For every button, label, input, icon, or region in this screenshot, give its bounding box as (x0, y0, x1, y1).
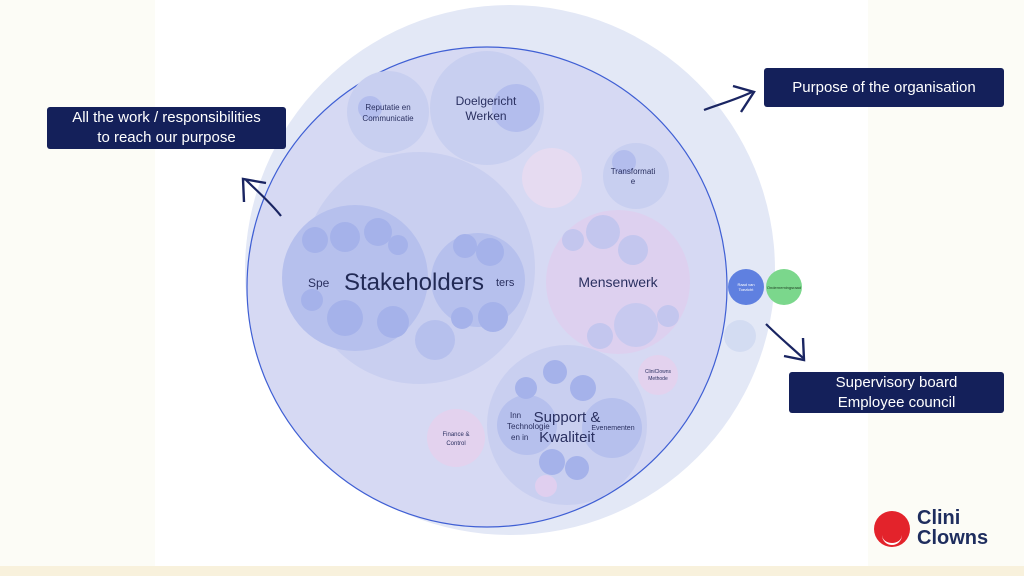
cliniclowns-logo: Clini Clowns (872, 506, 1012, 554)
raad-van-toezicht-circle[interactable] (728, 269, 764, 305)
sub-bubble (415, 320, 455, 360)
raad-label: Raad van (737, 282, 754, 287)
sub-bubble (535, 475, 557, 497)
transformatie-circle[interactable] (603, 143, 669, 209)
arrow-to-purpose-head (732, 84, 756, 113)
ondernemingsraad-circle[interactable] (766, 269, 802, 305)
logo-line1: Clini (917, 507, 961, 529)
en-in-label: en in (511, 433, 528, 442)
sub-bubble (618, 235, 648, 265)
sub-bubble (497, 395, 557, 455)
reputatie-circle[interactable] (347, 71, 429, 153)
sub-bubble (565, 456, 589, 480)
callout-board-line1: Supervisory board (835, 373, 958, 391)
callout-work: All the work / responsibilities to reach… (47, 107, 286, 149)
reputatie-label: Reputatie en (365, 103, 410, 112)
sub-bubble (543, 360, 567, 384)
inn-label: Inn (510, 411, 521, 420)
sub-bubble (582, 398, 642, 458)
arrow-to-board-head (783, 337, 806, 362)
mensenwerk-label: Mensenwerk (578, 274, 658, 290)
sub-bubble (515, 377, 537, 399)
finance-circle[interactable] (427, 409, 485, 467)
sub-bubble (478, 302, 508, 332)
arrow-to-work-head (241, 177, 267, 203)
stakeholders-left-label: Spe (308, 276, 330, 290)
faint-circle (724, 320, 756, 352)
transformatie-label: Transformati (611, 167, 656, 176)
callout-board-line2: Employee council (837, 393, 956, 411)
kwaliteit-label: Kwaliteit (539, 429, 596, 446)
cliniclowns-methode-circle[interactable] (638, 355, 678, 395)
sub-bubble (492, 84, 540, 132)
sub-bubble (330, 222, 360, 252)
sub-bubble (451, 307, 473, 329)
sub-bubble (327, 300, 363, 336)
bottom-strip (0, 566, 1024, 576)
sub-bubble (657, 305, 679, 327)
sub-bubble (377, 306, 409, 338)
sub-bubble (476, 238, 504, 266)
doelgericht-circle[interactable] (430, 51, 544, 165)
sub-bubble (612, 150, 636, 174)
communicatie-label: Communicatie (362, 114, 414, 123)
stakeholders-right-label: ters (496, 277, 515, 289)
sub-bubble (539, 449, 565, 475)
cliniclowns-methode-label: CliniClowns (645, 369, 672, 375)
sub-bubble (570, 375, 596, 401)
doelgericht-label: Doelgericht (456, 94, 517, 108)
arrow-to-board (765, 323, 804, 359)
sub-bubble (364, 218, 392, 246)
pink-bubble (522, 148, 582, 208)
technologie-label: Technologie (507, 422, 550, 431)
raad-label-2: Toezicht (739, 287, 755, 292)
finance-label: Finance & (442, 432, 469, 438)
sub-bubble (388, 235, 408, 255)
evenementen-label: Evenementen (591, 425, 634, 432)
sub-bubble (302, 227, 328, 253)
logo-text: Clini Clowns (917, 508, 988, 548)
logo-line2: Clowns (917, 527, 989, 549)
callout-purpose-line1: Purpose of the organisation (792, 78, 976, 96)
support-label: Support & (534, 409, 601, 426)
arrow-to-work (245, 179, 282, 217)
callout-work-line2: to reach our purpose (97, 129, 236, 146)
sub-bubble (562, 229, 584, 251)
callout-purpose: Purpose of the organisation (764, 68, 1004, 107)
sub-bubble (586, 215, 620, 249)
werken-label: Werken (465, 109, 506, 123)
transformatie-label-2: e (631, 177, 636, 186)
callout-work-line1: All the work / responsibilities (72, 109, 261, 126)
ondernemingsraad-label: Ondernemingsraad (767, 285, 801, 290)
sub-bubble (587, 323, 613, 349)
logo-mark-icon (874, 511, 910, 547)
sub-bubble (358, 96, 382, 120)
left-margin (0, 0, 155, 576)
sub-bubble (301, 289, 323, 311)
sub-bubble (453, 234, 477, 258)
control-label: Control (446, 441, 465, 447)
callout-board: Supervisory board Employee council (789, 372, 1004, 413)
arrow-to-purpose (703, 91, 753, 112)
sub-bubble (614, 303, 658, 347)
methode-label: Methode (648, 376, 668, 382)
stakeholders-label: Stakeholders (344, 269, 484, 296)
